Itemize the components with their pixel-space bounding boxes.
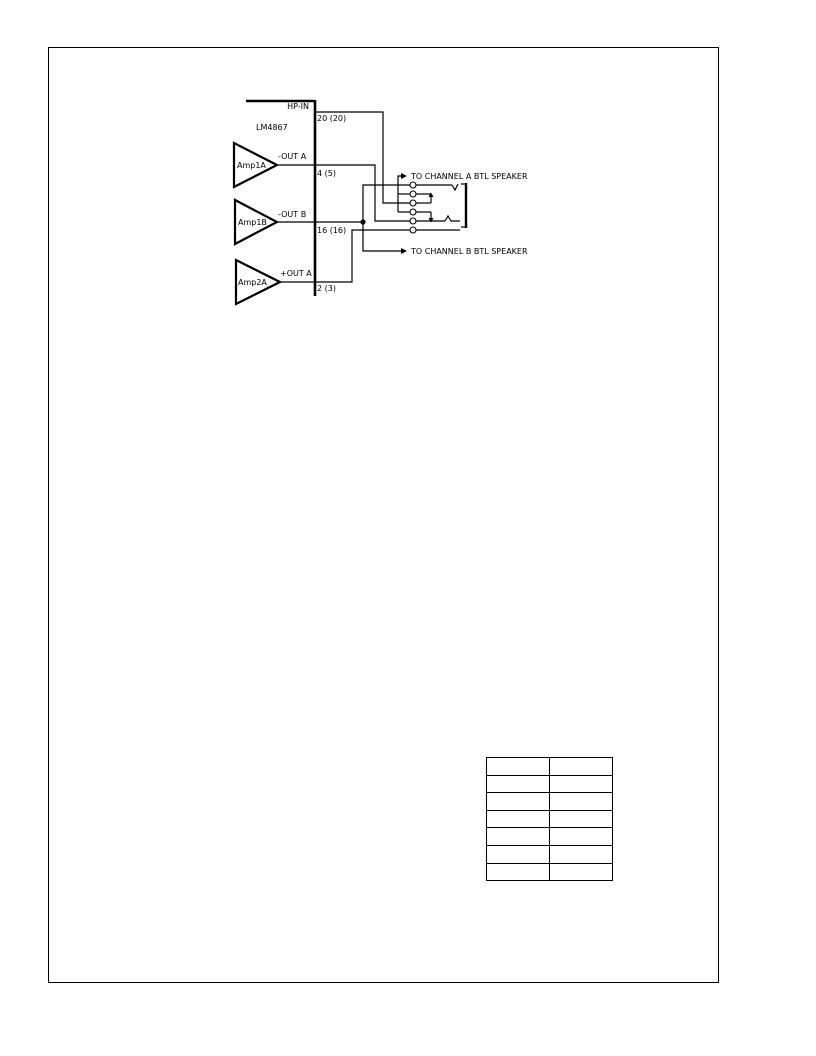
jack-terminal <box>409 217 417 225</box>
jack-spring-icon <box>451 183 459 192</box>
page-frame <box>48 47 719 983</box>
amp1b-label: Amp1B <box>238 218 267 227</box>
chip-name: LM4867 <box>256 123 288 132</box>
table-cell <box>486 827 550 846</box>
headphone-jack <box>409 181 468 234</box>
out-b-neg-label: -OUT B <box>278 210 306 219</box>
jack-terminal <box>409 190 417 198</box>
out-a-pos-label: +OUT A <box>280 269 312 278</box>
jack-spring-icon <box>444 214 460 222</box>
table-row <box>486 827 613 846</box>
headphone-jack-schematic: LM4867 HP-IN 20 (20) Amp1A -OUT A 4 (5) … <box>232 99 528 306</box>
amp2a-triangle <box>234 258 283 306</box>
table-cell <box>549 827 613 846</box>
table-cell <box>486 757 550 776</box>
blank-table <box>486 757 613 882</box>
table-row <box>486 792 613 811</box>
amp1b-triangle <box>233 198 280 246</box>
table-cell <box>486 809 550 829</box>
pin-out-a-pos: 2 (3) <box>317 284 336 293</box>
channel-b-wire <box>362 222 404 252</box>
jack-switch-arrow-icon <box>428 192 434 197</box>
out-a-pos-wire <box>280 229 410 283</box>
table-row <box>486 757 613 776</box>
amp1a-label: Amp1A <box>237 161 266 170</box>
table-cell <box>486 844 550 864</box>
amp2a-label: Amp2A <box>238 278 267 287</box>
table-cell <box>549 862 613 882</box>
out-b-neg-jack-wire <box>362 184 410 222</box>
out-a-neg-wire <box>277 164 410 222</box>
table-row <box>486 774 613 794</box>
table-cell <box>549 844 613 864</box>
table-row <box>486 844 613 864</box>
hp-in-label: HP-IN <box>287 102 309 111</box>
table-row <box>486 809 613 829</box>
jack-terminal <box>409 181 417 189</box>
table-cell <box>549 809 613 829</box>
table-row <box>486 862 613 882</box>
hp-in-wire <box>315 111 410 204</box>
out-a-neg-label: -OUT A <box>278 152 307 161</box>
table-cell <box>486 862 550 882</box>
jack-terminal <box>409 199 417 207</box>
jack-terminal <box>409 208 417 216</box>
channel-b-arrow-icon <box>401 248 407 254</box>
channel-b-destination: TO CHANNEL B BTL SPEAKER <box>410 247 528 256</box>
channel-a-arrow-icon <box>401 173 407 179</box>
table-cell <box>549 757 613 776</box>
pin-hp-in: 20 (20) <box>317 114 346 123</box>
table-cell <box>549 792 613 811</box>
table-cell <box>486 792 550 811</box>
jack-terminal <box>409 226 417 234</box>
table-cell <box>486 774 550 794</box>
channel-a-destination: TO CHANNEL A BTL SPEAKER <box>410 172 528 181</box>
pin-out-a-neg: 4 (5) <box>317 169 336 178</box>
jack-switch-arrow-icon <box>428 218 434 223</box>
pin-out-b-neg: 16 (16) <box>317 226 346 235</box>
amp1a-triangle <box>232 141 280 189</box>
table-cell <box>549 774 613 794</box>
